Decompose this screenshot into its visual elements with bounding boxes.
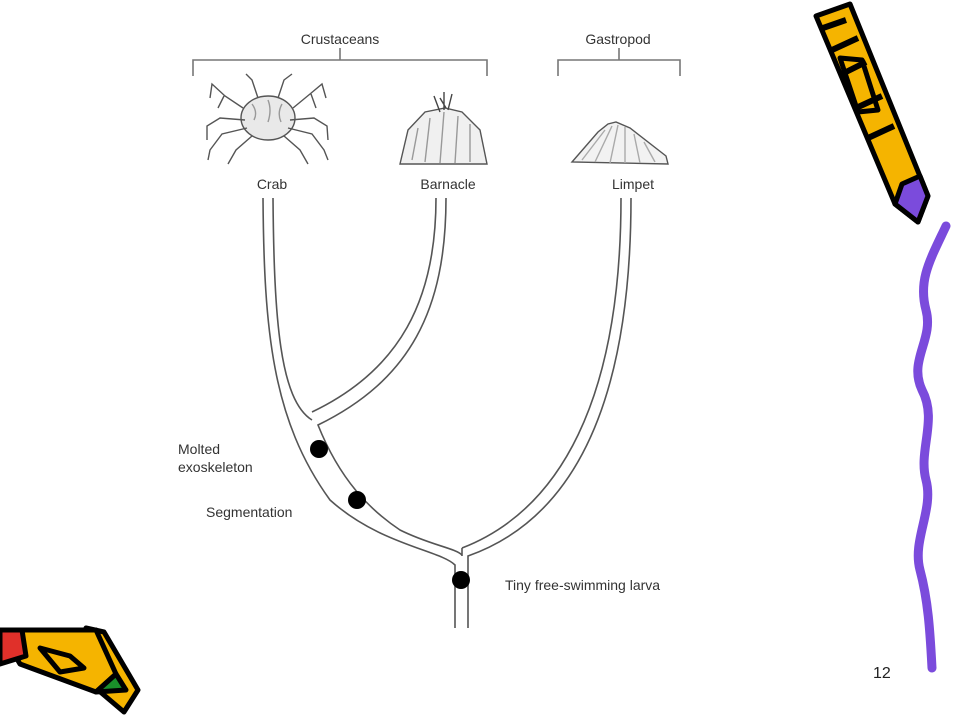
crab-icon: [206, 73, 329, 165]
molted-exoskeleton-line1: Molted: [178, 441, 221, 457]
molted-exoskeleton-marker: [310, 440, 328, 458]
crustaceans-bracket: [192, 48, 488, 76]
barnacle-label: Barnacle: [420, 176, 476, 192]
crab-label: Crab: [256, 176, 288, 192]
larva-marker: [452, 571, 470, 589]
gastropod-label: Gastropod: [585, 31, 651, 47]
segmentation-marker: [348, 491, 366, 509]
barnacle-icon: [399, 92, 488, 165]
molted-exoskeleton-line2: exoskeleton: [178, 459, 253, 475]
page-number: 12: [873, 665, 891, 682]
pencil-icon: [813, 1, 931, 225]
pencil-icon: [0, 625, 141, 715]
gastropod-bracket: [557, 48, 681, 76]
limpet-icon: [570, 121, 669, 165]
squiggle-decoration: [913, 221, 951, 673]
crustaceans-label: Crustaceans: [300, 31, 380, 47]
limpet-label: Limpet: [611, 176, 655, 192]
molted-exoskeleton-label: Molted exoskeleton: [178, 440, 253, 476]
larva-label: Tiny free-swimming larva: [505, 577, 661, 593]
segmentation-label: Segmentation: [206, 504, 293, 520]
tree-branches: [262, 197, 632, 628]
